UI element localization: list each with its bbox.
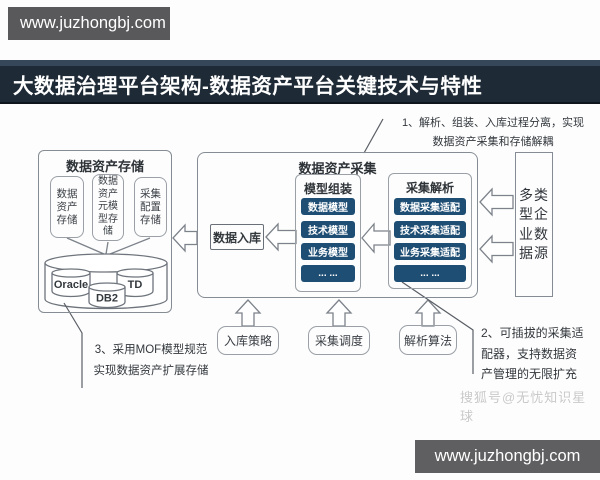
- connector-line-store1: [66, 237, 105, 255]
- td-label: TD: [128, 279, 143, 291]
- warehouse-box: 数据入库: [210, 224, 264, 250]
- up-arrow-warehouse-strategy: [234, 299, 262, 327]
- source-box: 多类 型企 业数 据源: [515, 152, 553, 297]
- assembly-item-data-model: 数据模型: [301, 198, 355, 215]
- collection-box: [197, 152, 478, 298]
- storage-box: [38, 150, 172, 313]
- parse-item-tech-adapter: 技术采集适配: [394, 221, 466, 238]
- store-item-metamodel: 数据 资产 元模 型存 储: [92, 174, 124, 241]
- assembly-item-biz-model: 业务模型: [301, 243, 355, 260]
- db2-label: DB2: [96, 293, 118, 305]
- store-item-asset: 数据 资产 存储: [50, 176, 84, 238]
- annotation-3: 3、采用MOF模型规范 实现数据资产扩展存储: [93, 344, 209, 377]
- td-cylinder-top: [116, 268, 154, 278]
- pointer-line-annotation-2: [401, 281, 474, 374]
- social-watermark: 搜狐号@无忧知识星球: [460, 390, 587, 424]
- annotation-1: 1、解析、组装、入库过程分离，实现 数据资产采集和存储解耦: [401, 117, 585, 148]
- collection-title: 数据资产采集: [298, 161, 377, 176]
- store-item-config: 采集 配置 存储: [134, 177, 167, 237]
- database-cylinder-group: [44, 253, 168, 310]
- annotation-2: 2、可插拔的采集适 配器，支持数据资 产管理的无限扩充: [481, 326, 584, 381]
- control-warehouse-strategy: 入库策略: [217, 326, 279, 355]
- flow-arrow-source-to-parse-1: [479, 187, 514, 217]
- flow-arrow-source-to-parse-2: [479, 234, 514, 264]
- connector-line-store3: [109, 237, 151, 255]
- assembly-item-tech-model: 技术模型: [301, 221, 355, 238]
- oracle-cylinder-top: [51, 268, 91, 278]
- connector-line-store2: [105, 241, 109, 255]
- storage-title: 数据资产存储: [65, 159, 144, 174]
- assembly-item-more: ... ...: [301, 265, 355, 282]
- control-parse-algorithm: 解析算法: [399, 325, 457, 355]
- bottom-url-badge: www.juzhongbj.com: [415, 440, 600, 473]
- assembly-title: 模型组装: [303, 182, 352, 196]
- assembly-panel: 模型组装 数据模型 技术模型 业务模型 ... ...: [295, 174, 361, 292]
- pointer-line-annotation-1: [363, 118, 384, 154]
- parse-panel: 采集解析 数据采集适配 技术采集适配 业务采集适配 ... ...: [388, 173, 472, 289]
- slide-title: 大数据治理平台架构-数据资产平台关键技术与特性: [13, 75, 483, 98]
- flow-arrow-collection-to-storage: [172, 223, 198, 253]
- slide-title-bar: 大数据治理平台架构-数据资产平台关键技术与特性: [0, 60, 600, 104]
- flow-arrow-parse-to-assembly: [361, 222, 391, 254]
- flow-arrow-assembly-to-warehouse: [265, 222, 297, 252]
- parse-item-biz-adapter: 业务采集适配: [394, 243, 466, 260]
- db2-cylinder: [88, 287, 126, 309]
- db-cylinder-top: [44, 253, 168, 273]
- parse-item-more: ... ...: [394, 265, 466, 282]
- db2-cylinder-top: [88, 282, 126, 292]
- parse-item-data-adapter: 数据采集适配: [394, 198, 466, 215]
- parse-title: 采集解析: [405, 181, 454, 195]
- top-url-badge: www.juzhongbj.com: [8, 7, 170, 40]
- control-collect-schedule: 采集调度: [308, 326, 370, 355]
- up-arrow-collect-schedule: [325, 299, 353, 327]
- pointer-line-annotation-3: [63, 302, 83, 388]
- oracle-label: Oracle: [54, 279, 88, 291]
- up-arrow-parse-algorithm: [414, 299, 442, 327]
